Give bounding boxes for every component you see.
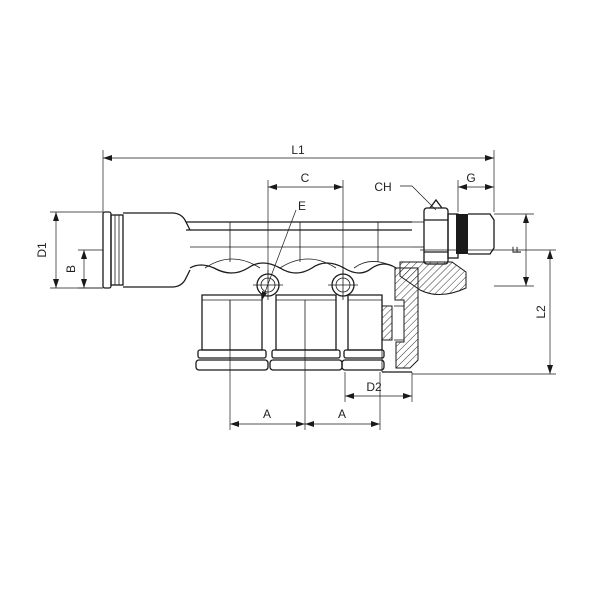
label-F: F <box>510 246 524 253</box>
outlet-2 <box>269 294 343 371</box>
label-D1: D1 <box>35 242 49 258</box>
outlet-lobes <box>189 262 397 274</box>
fitting-body <box>102 198 495 373</box>
o-ring-seal <box>456 214 468 254</box>
label-G: G <box>466 171 475 185</box>
label-A-left: A <box>263 407 271 421</box>
dimension-labels: L1 C CH G E D1 B F L2 D2 A A <box>35 143 548 421</box>
section-view <box>381 267 419 373</box>
outlet-3 <box>341 294 385 372</box>
label-C: C <box>301 171 310 185</box>
left-collet-ring <box>102 211 112 289</box>
hex-nut <box>423 207 449 265</box>
label-L1: L1 <box>291 143 305 157</box>
label-B: B <box>64 265 78 273</box>
label-D2: D2 <box>366 380 382 394</box>
label-A-right: A <box>338 407 346 421</box>
label-E: E <box>298 199 306 213</box>
threaded-end <box>399 198 495 295</box>
dimensions <box>50 150 556 430</box>
label-L2: L2 <box>534 305 548 319</box>
label-CH: CH <box>374 180 391 194</box>
left-sleeve <box>123 212 191 288</box>
left-collet-body <box>110 214 124 286</box>
outlet-1 <box>195 294 269 371</box>
